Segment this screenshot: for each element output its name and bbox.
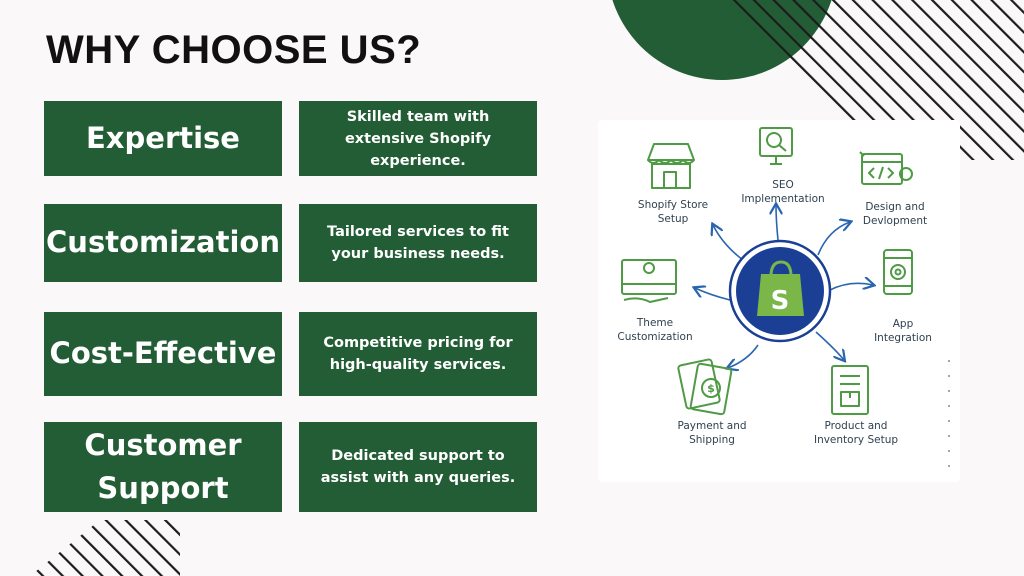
services-diagram: S	[598, 120, 960, 482]
shopify-bag-icon: S	[757, 260, 804, 316]
diagram-node-design: Design and Devlopment	[862, 201, 928, 227]
page-title: WHY CHOOSE US?	[46, 28, 422, 72]
seo-monitor-icon	[759, 127, 793, 165]
reason-label-expertise: Expertise	[44, 101, 282, 176]
reason-label-customer-support: Customer Support	[44, 422, 282, 512]
storefront-icon	[647, 143, 695, 189]
diagram-node-store-setup: Shopify Store Setup	[637, 199, 709, 225]
diagram-node-theme: Theme Customization	[617, 317, 693, 343]
diagram-graphics: S	[621, 127, 913, 416]
decorative-dots	[948, 360, 951, 480]
mobile-app-icon	[883, 249, 913, 295]
reason-description-cost-effective: Competitive pricing for high-quality ser…	[299, 312, 537, 396]
inventory-list-icon	[831, 365, 869, 415]
theme-monitor-icon	[621, 259, 677, 303]
diagram-node-payment-shipping: Payment and Shipping	[677, 420, 747, 446]
shopify-center: S	[728, 239, 832, 343]
code-settings-icon	[859, 151, 913, 185]
reason-label-cost-effective: Cost-Effective	[44, 312, 282, 396]
svg-text:$: $	[707, 382, 715, 395]
reason-label-customization: Customization	[44, 204, 282, 282]
reason-description-expertise: Skilled team with extensive Shopify expe…	[299, 101, 537, 176]
diagram-node-product-inventory: Product and Inventory Setup	[813, 420, 899, 446]
diagram-node-app-integration: App Integration	[874, 318, 932, 344]
reason-description-customer-support: Dedicated support to assist with any que…	[299, 422, 537, 512]
diagram-node-seo: SEO Implementation	[741, 179, 825, 205]
reason-description-customization: Tailored services to fit your business n…	[299, 204, 537, 282]
diagram-arrows	[695, 205, 873, 368]
payment-cash-icon: $	[677, 358, 733, 416]
svg-text:S: S	[771, 286, 790, 316]
